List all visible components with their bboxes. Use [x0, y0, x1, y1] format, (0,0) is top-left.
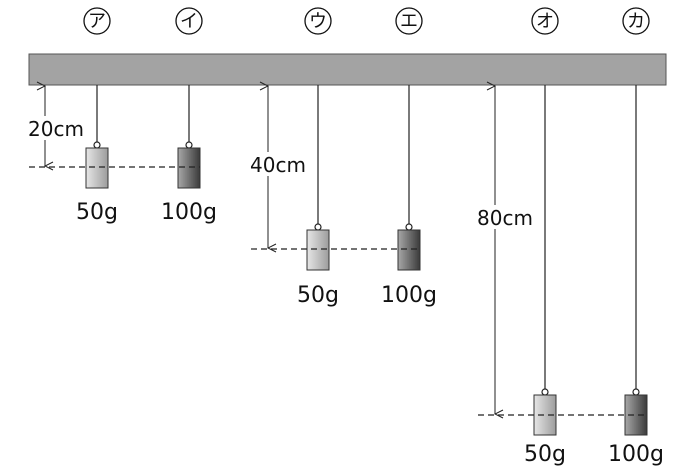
ceiling-beam — [28, 53, 667, 86]
mark-u: ウ — [304, 7, 332, 35]
weight-u — [306, 229, 330, 271]
mark-a-text: ア — [88, 11, 106, 32]
weight-e — [397, 229, 421, 271]
mass-label-i: 100g — [161, 200, 217, 225]
mass-label-ka: 100g — [608, 442, 664, 467]
mark-o: オ — [531, 7, 559, 35]
hook-o — [541, 388, 549, 396]
length-label-80: 80cm — [477, 206, 533, 230]
mark-e-text: エ — [400, 11, 418, 32]
mark-e: エ — [395, 7, 423, 35]
mark-a: ア — [83, 7, 111, 35]
length-label-40: 40cm — [250, 153, 306, 177]
weight-a — [85, 147, 109, 189]
hook-a — [93, 141, 101, 149]
length-arrows — [45, 86, 495, 414]
hooks — [93, 141, 640, 396]
hook-i — [185, 141, 193, 149]
mass-labels: 50g 100g 50g 100g 50g 100g — [76, 200, 664, 467]
mark-u-text: ウ — [309, 11, 327, 32]
pendulum-marks: ア イ ウ エ オ カ — [83, 7, 650, 35]
mark-i-text: イ — [180, 11, 198, 32]
length-label-20: 20cm — [28, 117, 84, 141]
weight-ka — [624, 394, 648, 436]
mass-label-a: 50g — [76, 200, 118, 225]
strings — [96, 85, 637, 390]
mass-label-o: 50g — [524, 442, 566, 467]
mark-ka: カ — [622, 7, 650, 35]
weights — [85, 147, 648, 436]
reference-lines — [29, 166, 648, 416]
weight-i — [177, 147, 201, 189]
hook-ka — [632, 388, 640, 396]
mark-o-text: オ — [536, 11, 554, 32]
mark-i: イ — [175, 7, 203, 35]
mass-label-u: 50g — [297, 283, 339, 308]
hook-u — [314, 223, 322, 231]
mass-label-e: 100g — [381, 283, 437, 308]
mark-ka-text: カ — [627, 11, 645, 32]
hook-e — [405, 223, 413, 231]
